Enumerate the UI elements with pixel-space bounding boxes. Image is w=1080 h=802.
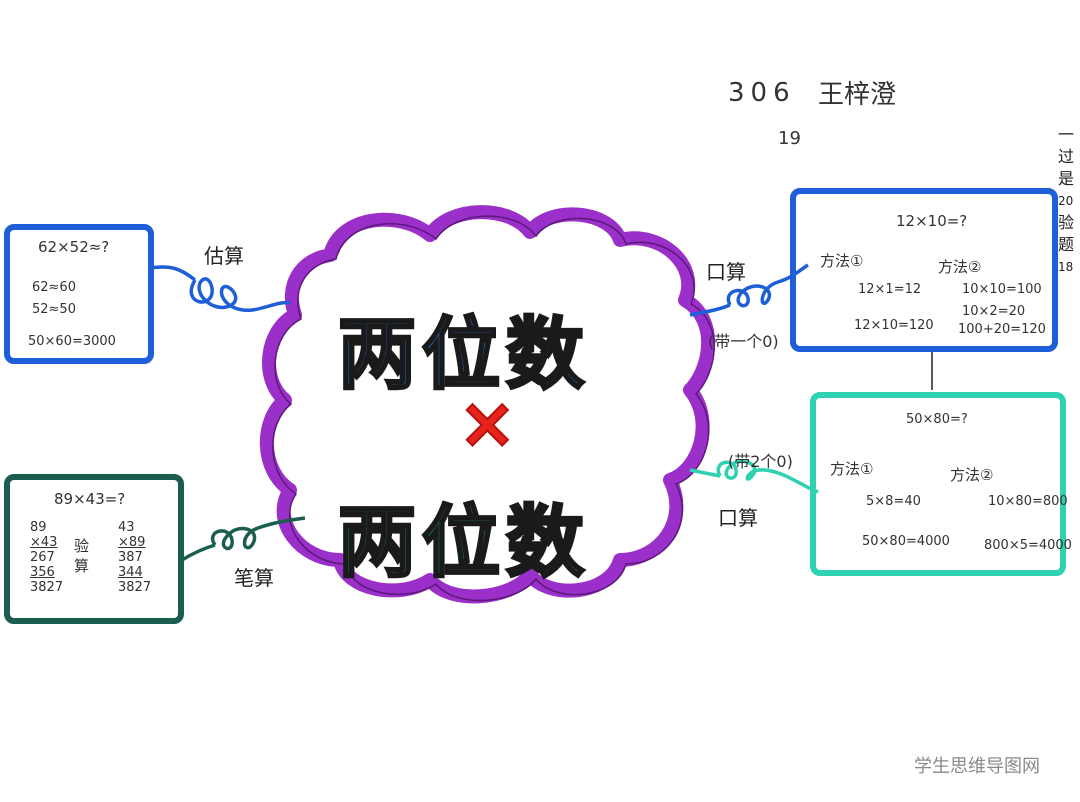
estimate-line: 62≈60	[32, 280, 76, 295]
side-strip-char: 18	[1058, 260, 1074, 274]
written-question: 89×43=?	[54, 490, 126, 508]
mental-two-note: (带2个0)	[728, 452, 793, 471]
class-number: 306	[728, 78, 796, 108]
estimate-box: 62×52≈? 62≈60 52≈50 50×60=3000	[4, 224, 154, 364]
side-strip-char: 是	[1058, 169, 1075, 188]
calc-line: 89	[30, 520, 47, 535]
mental-one-note: (带一个0)	[708, 332, 779, 351]
mental-one-connector	[689, 263, 809, 317]
mental-two-label: 口算	[718, 506, 758, 530]
calc-line: ×89	[118, 535, 146, 550]
mental-two-method1-title: 方法①	[830, 460, 874, 478]
estimate-connector	[149, 265, 291, 312]
center-bottom-text: 两位数	[336, 497, 591, 590]
mental-two-method2-line: 800×5=4000	[984, 538, 1072, 553]
written-box: 89×43=? 89 ×43 267 356 3827 验算 43 ×89 38…	[4, 474, 184, 624]
mental-two-connector	[689, 459, 819, 494]
mental-one-method2-title: 方法②	[938, 258, 982, 276]
written-label: 笔算	[234, 566, 274, 590]
mental-one-method1-line: 12×10=120	[854, 318, 934, 333]
calc-line: 267	[30, 550, 55, 565]
calc-line: 3827	[30, 580, 64, 595]
side-strip-char: 题	[1058, 235, 1075, 254]
estimate-label: 估算	[204, 244, 244, 268]
mental-one-method2-line: 100+20=120	[958, 322, 1046, 337]
calc-line: 387	[118, 550, 143, 565]
side-strip-char: 20	[1058, 194, 1074, 208]
calc-line: 344	[118, 565, 143, 580]
mental-two-method2-line: 10×80=800	[988, 494, 1068, 509]
verify-label: 验算	[74, 537, 90, 575]
multiply-sign: ×	[457, 381, 518, 465]
mental-one-box: 12×10=? 方法① 方法② 12×1=12 12×10=120 10×10=…	[790, 188, 1058, 352]
mental-two-method1-line: 50×80=4000	[862, 534, 950, 549]
calc-line: 43	[118, 520, 135, 535]
mental-two-question: 50×80=?	[906, 412, 968, 427]
student-number: 19	[778, 128, 801, 149]
mental-one-method2-line: 10×2=20	[962, 304, 1026, 319]
mental-two-method2-title: 方法②	[950, 466, 994, 484]
student-name: 王梓澄	[818, 80, 897, 110]
watermark: 学生思维导图网	[914, 756, 1040, 777]
written-connector	[181, 516, 306, 562]
estimate-line: 52≈50	[32, 302, 76, 317]
calc-line: 356	[30, 565, 55, 580]
mental-one-label: 口算	[706, 260, 746, 284]
side-strip: 一 过 是 20 验 题 18	[1058, 124, 1080, 278]
side-strip-char: 一	[1058, 125, 1075, 144]
mental-one-question: 12×10=?	[896, 212, 968, 230]
calc-line: ×43	[30, 535, 58, 550]
center-top-text: 两位数	[336, 309, 591, 402]
calc-line: 3827	[118, 580, 152, 595]
side-strip-char: 过	[1058, 147, 1075, 166]
mental-one-method2-line: 10×10=100	[962, 282, 1042, 297]
side-strip-char: 验	[1058, 213, 1075, 232]
estimate-question: 62×52≈?	[38, 238, 110, 256]
mental-two-box: 50×80=? 方法① 方法② 5×8=40 50×80=4000 10×80=…	[810, 392, 1072, 576]
mental-two-method1-line: 5×8=40	[866, 494, 921, 509]
mental-one-method1-line: 12×1=12	[858, 282, 922, 297]
written-calc-2: 43 ×89 387 344 3827	[118, 520, 151, 595]
mental-one-method1-title: 方法①	[820, 252, 864, 270]
written-calc-1: 89 ×43 267 356 3827	[30, 520, 63, 595]
estimate-line: 50×60=3000	[28, 334, 116, 349]
central-cloud	[259, 205, 716, 604]
